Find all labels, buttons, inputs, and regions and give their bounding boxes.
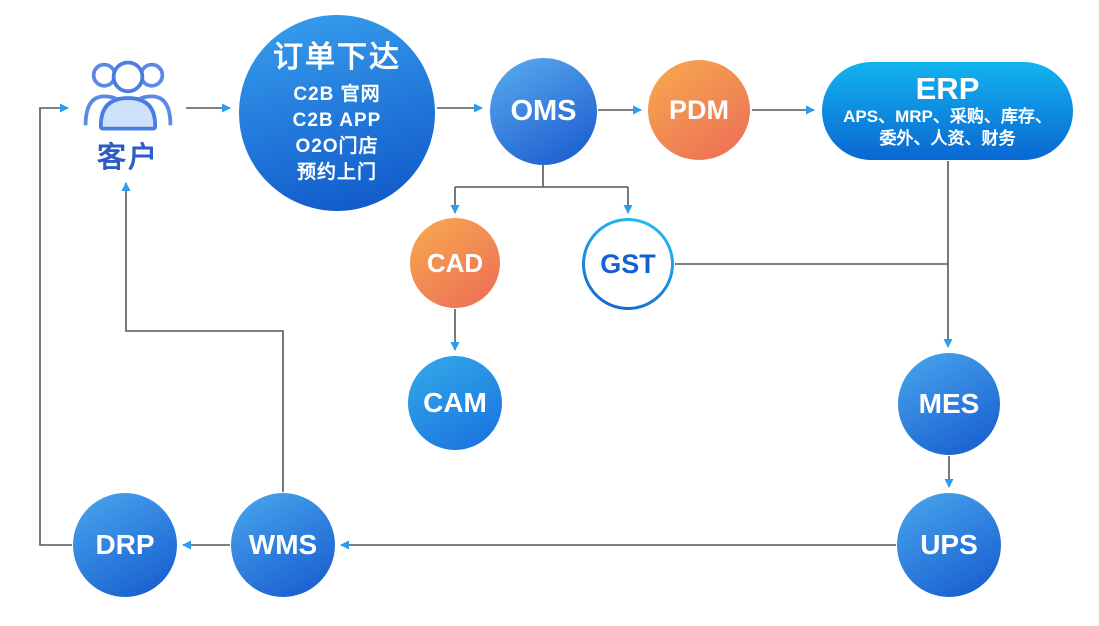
order-channel: 预约上门 xyxy=(296,162,377,183)
ups-label: UPS xyxy=(920,529,978,560)
erp-modules-line2: 委外、人资、财务 xyxy=(879,129,1016,148)
node-cad: CAD xyxy=(410,218,500,308)
node-oms: OMS xyxy=(490,58,597,165)
node-ups: UPS xyxy=(897,493,1001,597)
cad-label: CAD xyxy=(426,247,484,278)
drp-label: DRP xyxy=(95,529,155,560)
node-erp: ERP APS、MRP、采购、库存、 委外、人资、财务 xyxy=(822,62,1073,160)
order-title: 订单下达 xyxy=(273,41,401,74)
order-channel: O2O门店 xyxy=(295,136,379,157)
node-customer: 客户 xyxy=(68,54,188,176)
node-pdm: PDM xyxy=(648,60,750,160)
wms-label: WMS xyxy=(248,529,318,560)
customer-label: 客户 xyxy=(96,142,159,174)
mes-label: MES xyxy=(918,388,980,419)
node-cam: CAM xyxy=(408,356,502,450)
cam-label: CAM xyxy=(423,387,487,418)
order-channel: C2B APP xyxy=(292,110,382,131)
node-drp: DRP xyxy=(73,493,177,597)
gst-label: GST xyxy=(600,248,656,279)
order-channel: C2B 官网 xyxy=(293,84,381,105)
erp-modules-line1: APS、MRP、采购、库存、 xyxy=(843,107,1052,126)
erp-title: ERP xyxy=(915,71,980,106)
edge-wms-to-customer xyxy=(121,182,284,492)
node-order-placement: 订单下达 C2B 官网 C2B APP O2O门店 预约上门 xyxy=(239,15,435,211)
pdm-label: PDM xyxy=(669,94,729,125)
node-gst: GST xyxy=(582,218,674,310)
node-mes: MES xyxy=(898,353,1000,455)
node-wms: WMS xyxy=(231,493,335,597)
oms-label: OMS xyxy=(510,95,577,127)
customers-icon xyxy=(83,60,173,131)
